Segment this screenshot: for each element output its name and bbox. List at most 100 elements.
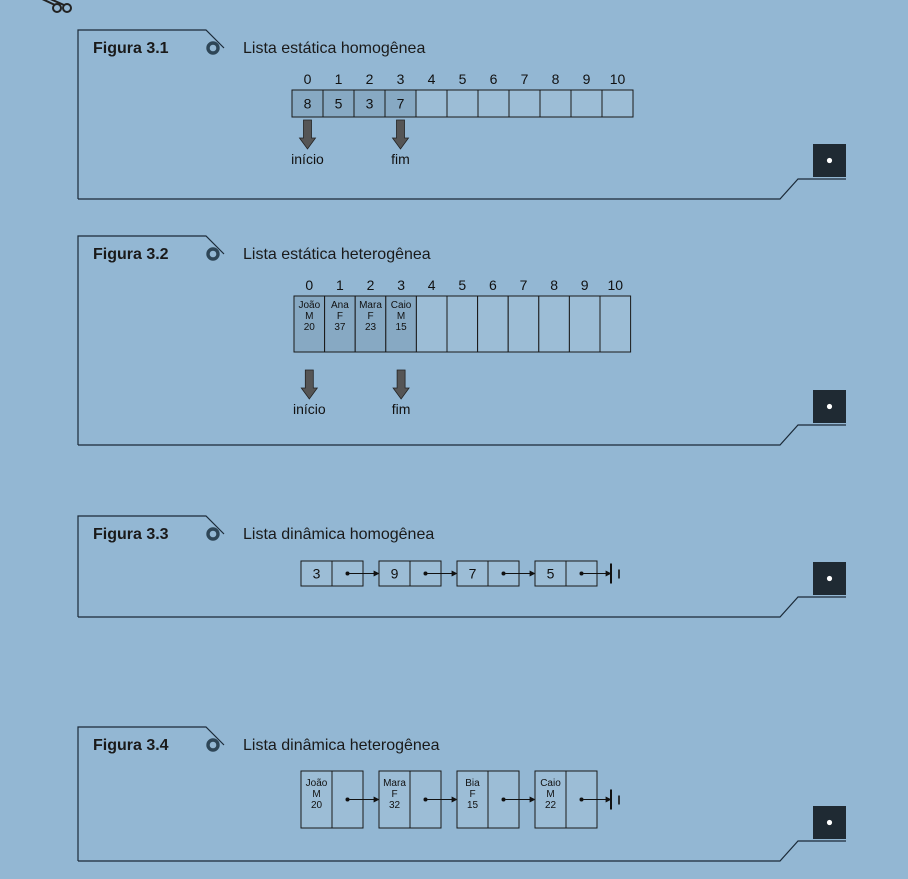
cell-field: M [305,311,313,322]
down-arrow-icon [391,119,410,150]
index-label: 1 [336,277,344,293]
node-field: 15 [467,800,479,811]
empty-cell [599,295,632,353]
pointer-dot-icon [423,571,428,576]
bullet-icon [206,247,220,261]
empty-cell [601,89,634,118]
bullet-icon [206,738,220,752]
node-data-cell [456,770,489,829]
pointer-dot-icon [345,571,350,576]
empty-cell [477,89,510,118]
fim-pointer: fim [392,369,411,417]
node-data-cell [300,770,333,829]
index-label: 5 [459,71,467,87]
empty-cell [446,295,479,353]
array-cell [293,295,326,353]
cell-field: Mara [359,300,382,311]
cell-field: 37 [334,322,346,333]
list-node: 3 [300,560,380,587]
array-cell [353,89,386,118]
frame-line [77,235,846,446]
empty-cell [508,89,541,118]
list-node: 7 [456,560,536,587]
cell-field: F [367,311,373,322]
pointer-dot-icon [423,797,428,802]
pointer-dot-icon [345,797,350,802]
index-label: 2 [366,71,374,87]
pointer-label: fim [392,401,411,417]
empty-cell [415,89,448,118]
pointer-dot-icon [579,571,584,576]
figure-label: Figura 3.4 [93,737,169,754]
cell-value: 5 [335,96,343,112]
index-label: 9 [581,277,589,293]
node-value: 3 [313,566,321,582]
node-field: M [546,789,554,800]
empty-cell [415,295,448,353]
down-arrow-icon [298,119,317,150]
index-label: 3 [397,277,405,293]
node-data-cell [378,770,411,829]
node-data-cell [456,560,489,587]
cell-field: F [337,311,343,322]
node-value: 5 [547,566,555,582]
corner-dot-icon [826,575,833,582]
inicio-pointer: início [293,369,326,417]
pointer-label: início [291,151,324,167]
empty-cell [507,295,540,353]
figure-label: Figura 3.2 [93,246,169,263]
pointer-label: início [293,401,326,417]
figure-label: Figura 3.1 [93,40,169,57]
array-cell [324,295,356,353]
empty-cell [568,295,601,353]
node-field: F [469,789,475,800]
cell-field: Ana [331,300,349,311]
index-label: 7 [520,277,528,293]
cell-field: Caio [391,300,412,311]
empty-cell [477,295,509,353]
node-data-cell [534,560,567,587]
figure-title: Lista dinâmica heterogênea [243,737,440,754]
node-field: João [306,778,328,789]
down-arrow-icon [300,369,319,400]
pointer-dot-icon [501,571,506,576]
index-label: 1 [335,71,343,87]
figure-title: Lista dinâmica homogênea [243,526,434,543]
node-field: Mara [383,778,406,789]
empty-cell [539,89,572,118]
index-label: 6 [490,71,498,87]
node-field: M [312,789,320,800]
node-data-cell [300,560,333,587]
empty-cell [538,295,570,353]
cell-value: 7 [397,96,405,112]
frame-line [77,726,846,862]
index-label: 6 [489,277,497,293]
array-cell [291,89,324,118]
bullet-icon [206,41,220,55]
index-label: 10 [610,71,626,87]
node-field: 32 [389,800,401,811]
figure-title: Lista estática heterogênea [243,246,431,263]
index-label: 5 [458,277,466,293]
index-label: 4 [428,277,436,293]
cell-field: 15 [396,322,408,333]
frame-line [77,515,846,618]
figure-frame-4: Figura 3.4 Lista dinâmica heterogênea [77,726,846,862]
node-field: Caio [540,778,561,789]
cell-value: 3 [366,96,374,112]
array-cell [385,295,417,353]
index-label: 10 [608,277,624,293]
index-label: 7 [521,71,529,87]
node-field: 22 [545,800,557,811]
empty-cell [570,89,603,118]
cell-field: 20 [304,322,316,333]
empty-cell [446,89,479,118]
